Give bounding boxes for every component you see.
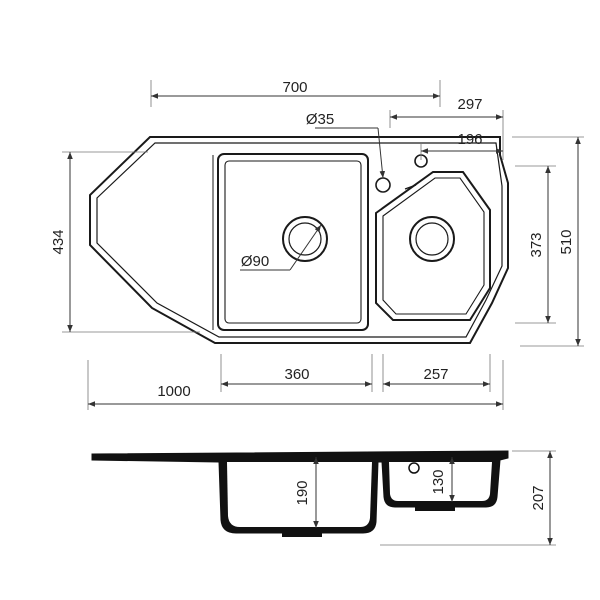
small-bowl-inner [382,177,485,315]
dim-large-bowl-width: 360 [284,366,309,383]
top-view-dimensions: 700 297 Ø35 196 434 Ø90 373 510 [50,79,584,410]
large-bowl-drain [282,216,328,262]
dim-tap-hole: Ø35 [306,111,334,128]
dim-drain: Ø90 [241,253,269,270]
sink-inner-rim [96,142,503,338]
dim-top-width: 700 [282,79,307,96]
side-profile-inner [227,462,372,527]
dim-large-bowl-height: 190 [294,480,311,505]
dim-small-bowl-width: 257 [423,366,448,383]
dim-depth-right: 510 [558,229,575,254]
small-bowl-outer [375,171,491,321]
top-view [89,136,509,344]
small-bowl-drain [409,216,455,262]
dim-total-height: 207 [530,485,547,510]
large-bowl-inner [224,160,362,324]
small-bowl-drain-side [415,507,455,511]
small-bowl-drain-inner [415,222,449,256]
dim-small-bowl-height: 130 [430,469,447,494]
large-bowl-outer [217,153,369,331]
dim-depth-left: 434 [50,229,67,254]
sink-outer-outline [89,136,509,344]
dim-small-offset: 297 [457,96,482,113]
side-section-view [91,450,509,537]
dim-tap-offset: 196 [457,131,482,148]
overflow-side [408,462,420,474]
dim-small-depth: 373 [528,232,545,257]
side-view-dimensions: 190 130 207 [294,450,556,546]
dim-overall-width: 1000 [157,383,190,400]
tap-hole [375,177,391,193]
large-bowl-drain-side [282,533,322,537]
large-bowl-drain-inner [288,222,322,256]
